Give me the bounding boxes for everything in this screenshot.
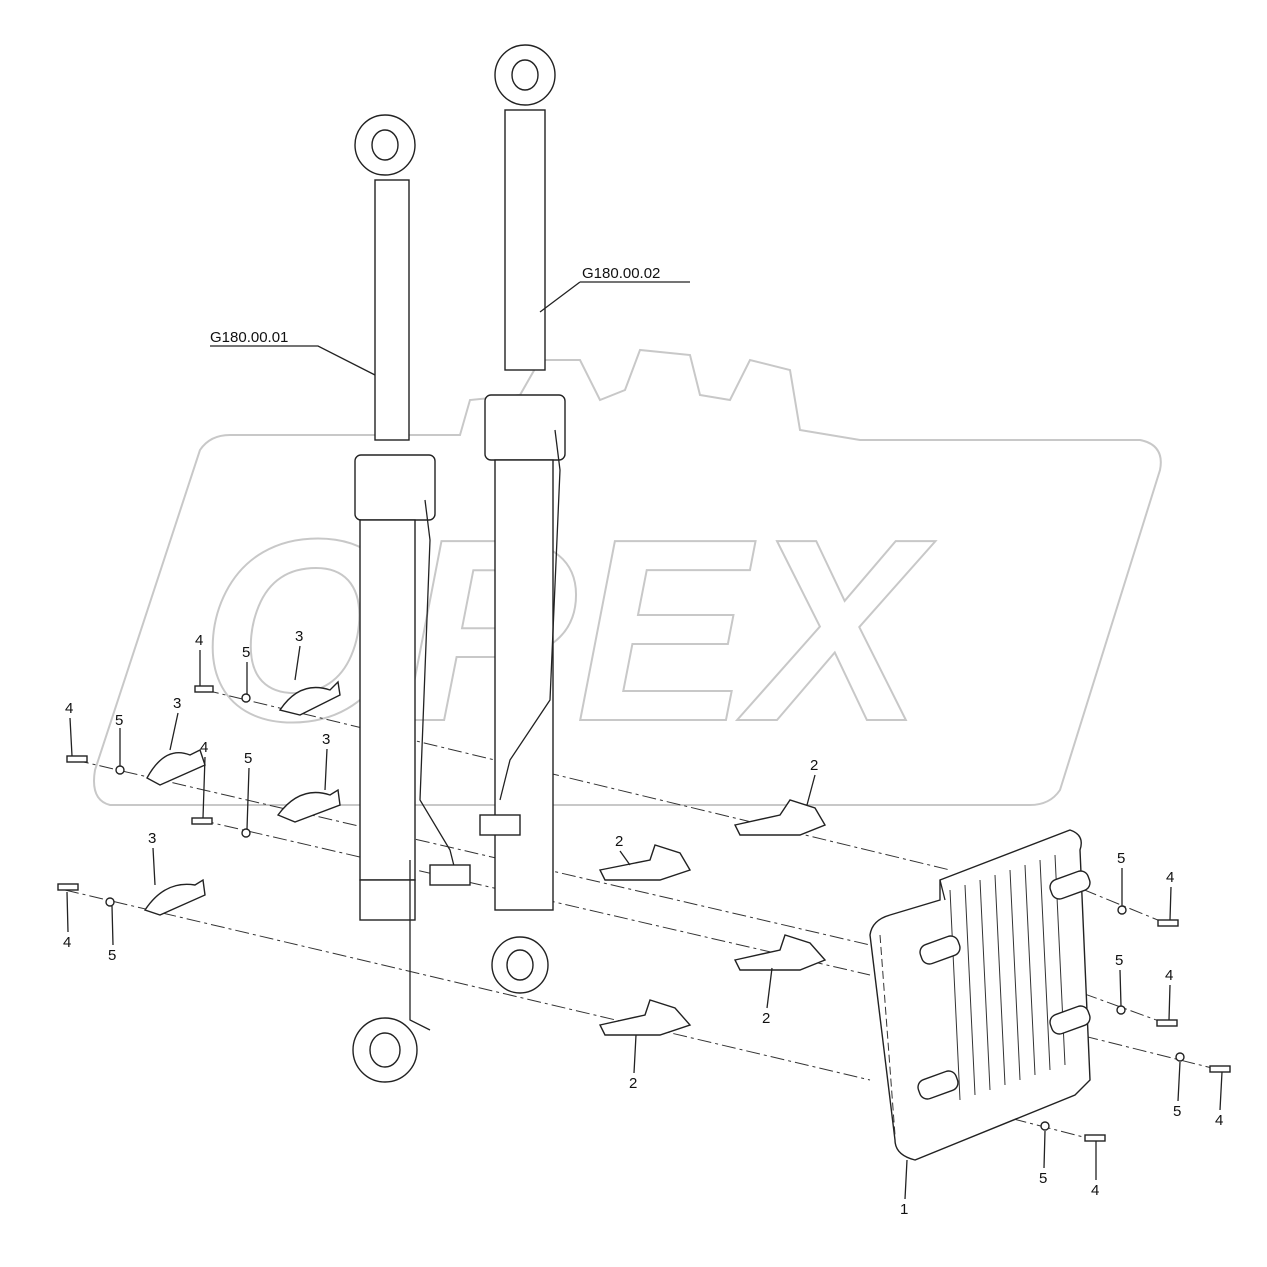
clamp bbox=[143, 878, 206, 916]
callout: 1 bbox=[900, 1201, 908, 1218]
washer bbox=[1040, 1121, 1050, 1131]
guard-plate-item-1 bbox=[869, 829, 1091, 1161]
clamp bbox=[276, 788, 341, 823]
callout: 5 bbox=[115, 712, 123, 729]
washer bbox=[1116, 1005, 1126, 1015]
leader-lines bbox=[66, 281, 1223, 1200]
bolt bbox=[66, 755, 88, 763]
callout: 5 bbox=[1173, 1103, 1181, 1120]
assembly-label-g180-00-02: G180.00.02 bbox=[582, 265, 660, 282]
callout: 5 bbox=[244, 750, 252, 767]
callout: 4 bbox=[195, 632, 203, 649]
callout: 5 bbox=[108, 947, 116, 964]
callout: 2 bbox=[629, 1075, 637, 1092]
washer bbox=[1117, 905, 1127, 915]
hydraulic-cylinder-2 bbox=[429, 44, 566, 994]
bolt bbox=[1156, 1019, 1178, 1027]
callout: 5 bbox=[1115, 952, 1123, 969]
callout: 3 bbox=[322, 731, 330, 748]
bracket bbox=[598, 844, 692, 881]
bolt bbox=[1084, 1134, 1106, 1142]
bolt bbox=[194, 685, 214, 693]
washer bbox=[1175, 1052, 1185, 1062]
assembly-label-g180-00-01: G180.00.01 bbox=[210, 329, 288, 346]
callout: 3 bbox=[173, 695, 181, 712]
callout: 5 bbox=[242, 644, 250, 661]
callout: 5 bbox=[1117, 850, 1125, 867]
callout: 4 bbox=[65, 700, 73, 717]
callout: 4 bbox=[1215, 1112, 1223, 1129]
washer bbox=[105, 897, 115, 907]
callout: 4 bbox=[1091, 1182, 1099, 1199]
brackets-item-2 bbox=[598, 799, 827, 1036]
washer bbox=[241, 693, 251, 703]
plate-perforations bbox=[879, 854, 1066, 1136]
bracket bbox=[733, 799, 827, 836]
bolts-and-washers bbox=[57, 685, 1231, 1142]
washer bbox=[115, 765, 125, 775]
washer bbox=[241, 828, 251, 838]
bracket bbox=[733, 934, 827, 971]
callout: 2 bbox=[762, 1010, 770, 1027]
callout: 2 bbox=[810, 757, 818, 774]
watermark-text: OPEX bbox=[200, 486, 936, 776]
bracket bbox=[598, 999, 692, 1036]
clamp bbox=[278, 680, 341, 716]
callout: 4 bbox=[1165, 967, 1173, 984]
callout: 2 bbox=[615, 833, 623, 850]
hydraulic-cylinder-1 bbox=[352, 114, 456, 1083]
bolt bbox=[1209, 1065, 1231, 1073]
callout: 4 bbox=[200, 739, 208, 756]
bolt bbox=[1157, 919, 1179, 927]
clamps-item-3 bbox=[143, 680, 341, 916]
bolt bbox=[57, 883, 79, 891]
callout: 5 bbox=[1039, 1170, 1047, 1187]
callout: 3 bbox=[148, 830, 156, 847]
callout: 4 bbox=[1166, 869, 1174, 886]
opex-watermark-logo: OPEX bbox=[93, 348, 1162, 806]
callout: 3 bbox=[295, 628, 303, 645]
bolt bbox=[191, 817, 213, 825]
clamp bbox=[146, 749, 206, 786]
callout: 4 bbox=[63, 934, 71, 951]
